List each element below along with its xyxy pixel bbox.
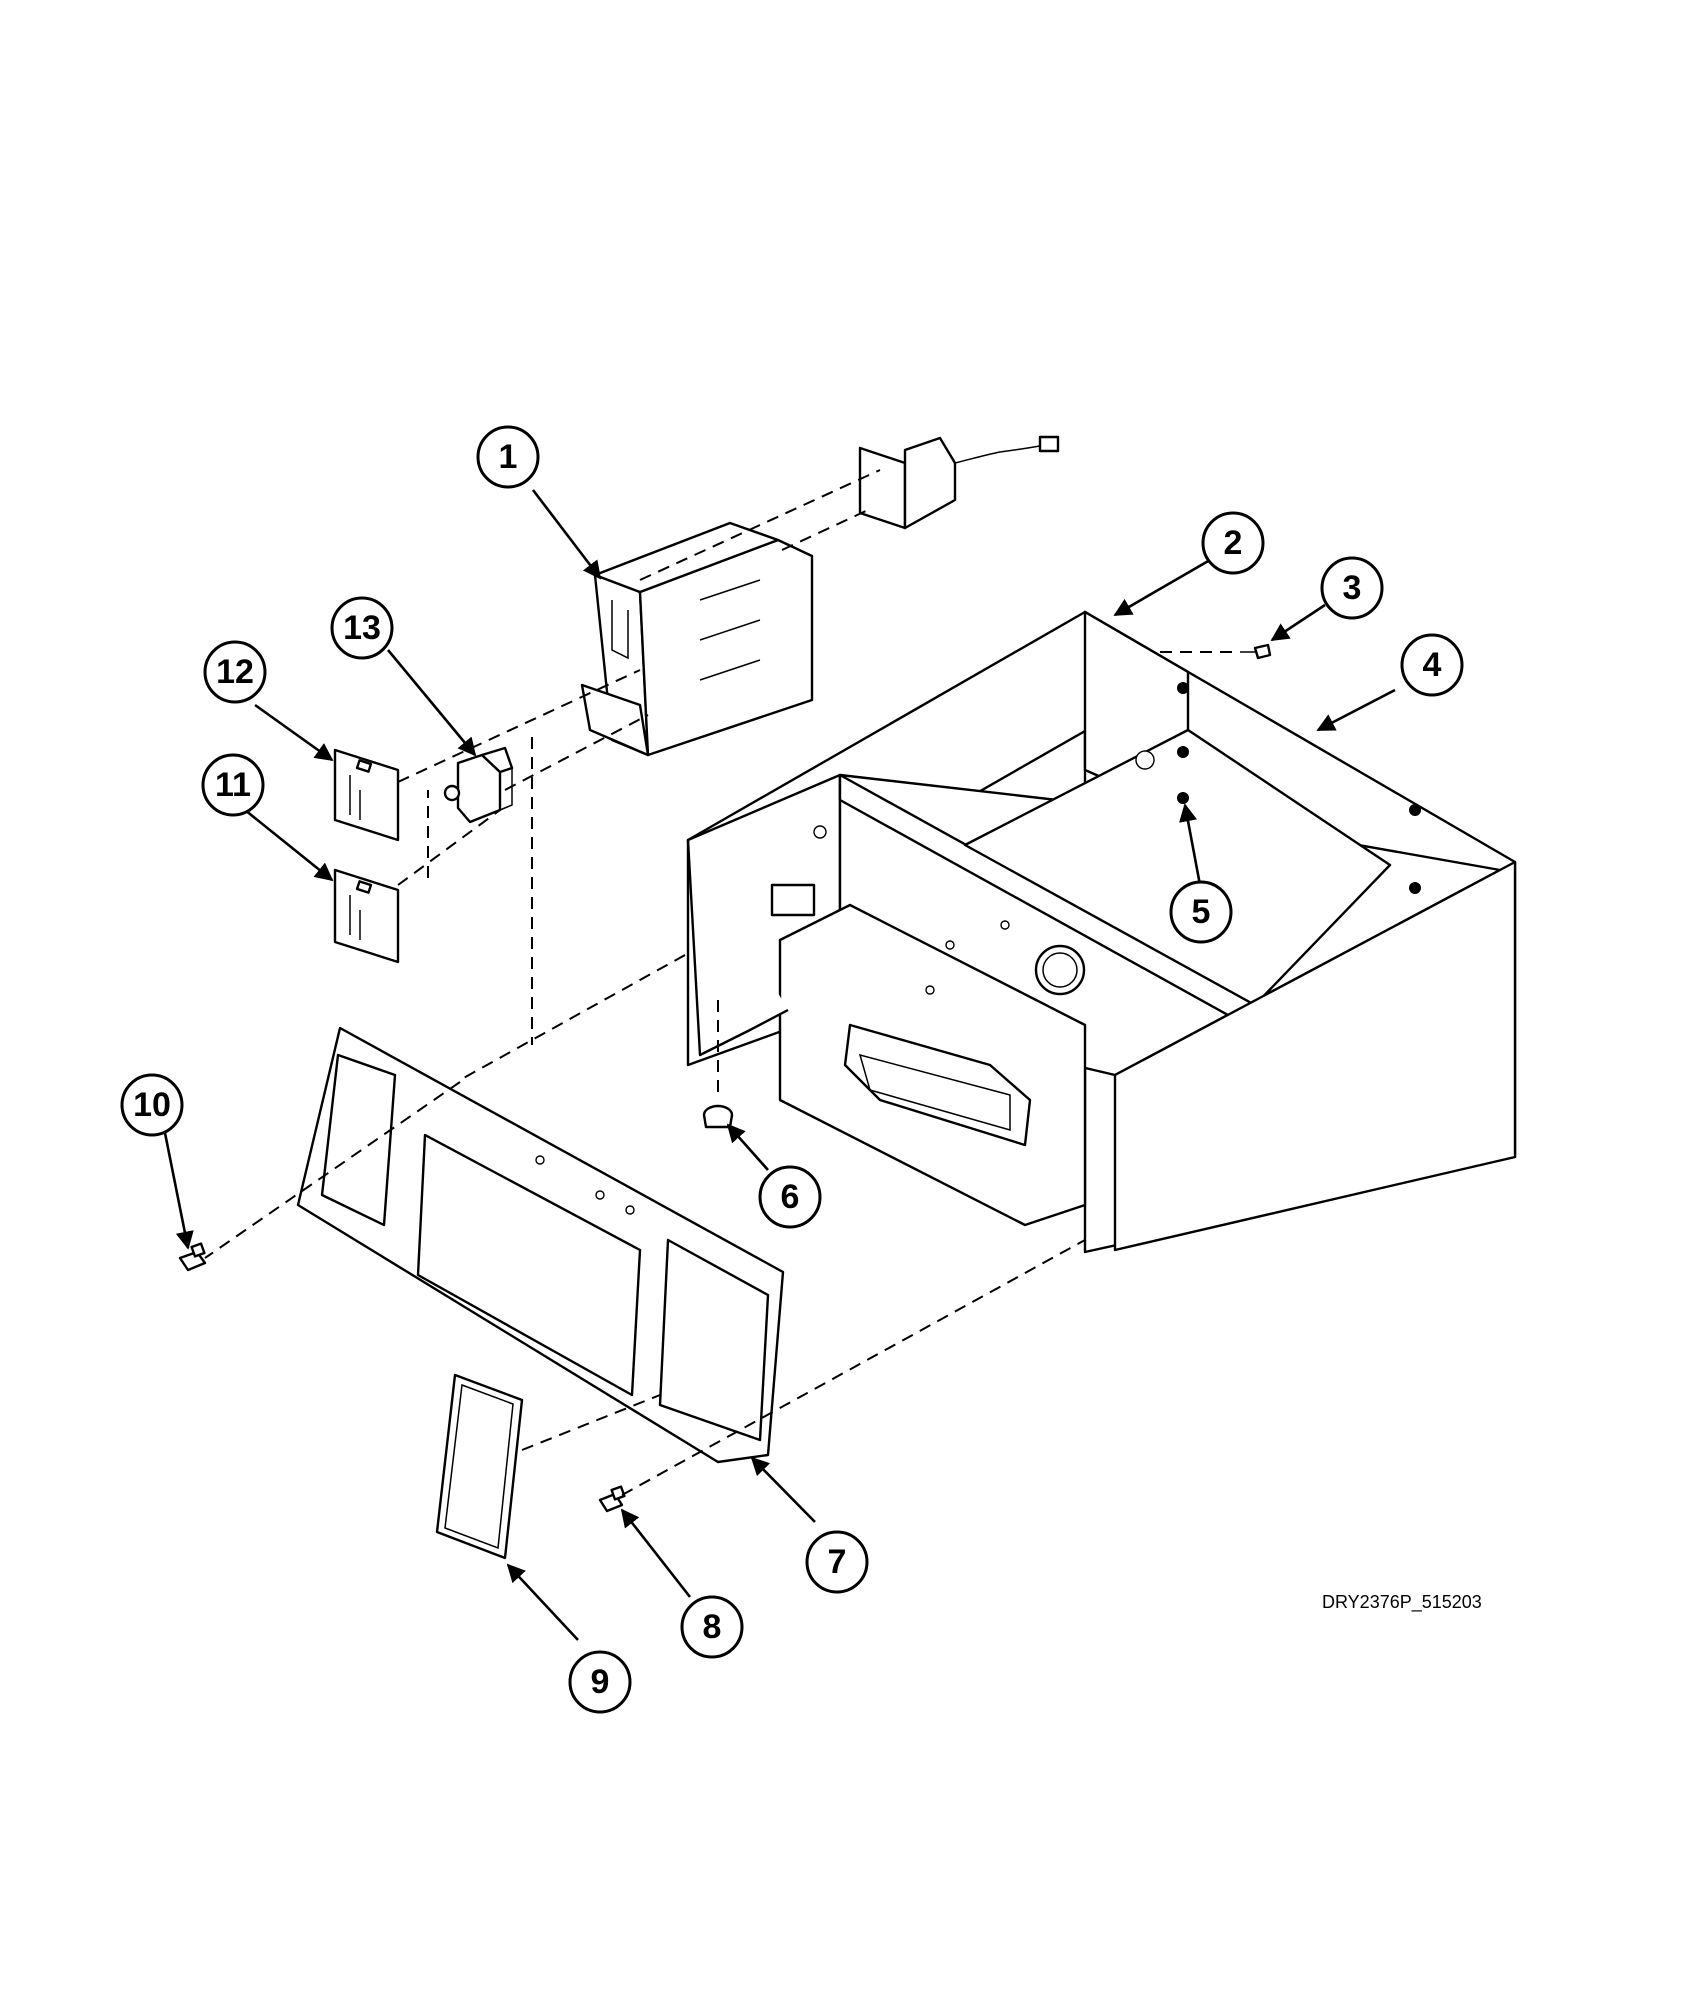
callout-6: 6 [758, 1165, 822, 1229]
front-drum-opening [843, 1023, 1032, 1147]
switch-part [443, 746, 514, 824]
callout-4: 4 [1400, 633, 1464, 697]
callout-3-label: 3 [1343, 569, 1362, 607]
callout-9: 9 [568, 1650, 632, 1714]
overlay-label [435, 1373, 524, 1560]
screw-10 [178, 1242, 207, 1272]
callout-12-label: 12 [216, 653, 254, 691]
callout-11: 11 [201, 753, 265, 817]
drawing-id-label: DRY2376P_515203 [1322, 1592, 1482, 1612]
callout-5-label: 5 [1192, 893, 1211, 931]
callout-1-label: 1 [499, 438, 518, 476]
cabinet-base-assembly [686, 610, 1517, 1254]
callout-13: 13 [330, 596, 394, 660]
callout-1: 1 [476, 425, 540, 489]
callout-2: 2 [1201, 511, 1265, 575]
channel-block [770, 883, 816, 917]
leader-lines [163, 489, 1396, 1641]
screw-3 [1240, 643, 1272, 660]
front-panel-opening [416, 1133, 642, 1397]
callout-7-label: 7 [828, 1543, 847, 1581]
left-wall-bracket [686, 839, 789, 1057]
callout-11-label: 11 [215, 766, 251, 804]
glide-part [702, 1104, 734, 1129]
inner-back-deck [963, 728, 1392, 1007]
callout-8-label: 8 [703, 1608, 722, 1646]
callout-6-label: 6 [781, 1178, 800, 1216]
callout-8: 8 [680, 1595, 744, 1659]
callout-4-label: 4 [1423, 646, 1442, 684]
assembly-lines [204, 469, 1240, 1496]
front-panel [296, 1026, 785, 1464]
callout-10: 10 [120, 1073, 184, 1137]
screw-8 [598, 1485, 626, 1513]
front-panel-right-window [658, 1238, 770, 1442]
bracket-lower-tab [580, 683, 650, 757]
callout-9-label: 9 [591, 1663, 610, 1701]
control-bracket-assembly [580, 521, 814, 757]
front-panel-left-window [320, 1053, 397, 1227]
callout-7: 7 [805, 1530, 869, 1594]
callout-3: 3 [1320, 556, 1384, 620]
callout-12: 12 [203, 640, 267, 704]
label-plate-11 [333, 868, 400, 964]
wiring-harness [858, 435, 1060, 530]
bracket-top-face [593, 521, 780, 594]
callout-13-label: 13 [343, 609, 381, 647]
callout-5: 5 [1169, 880, 1233, 944]
callout-10-label: 10 [133, 1086, 171, 1124]
callout-2-label: 2 [1224, 524, 1243, 562]
label-plate-12 [333, 748, 400, 842]
